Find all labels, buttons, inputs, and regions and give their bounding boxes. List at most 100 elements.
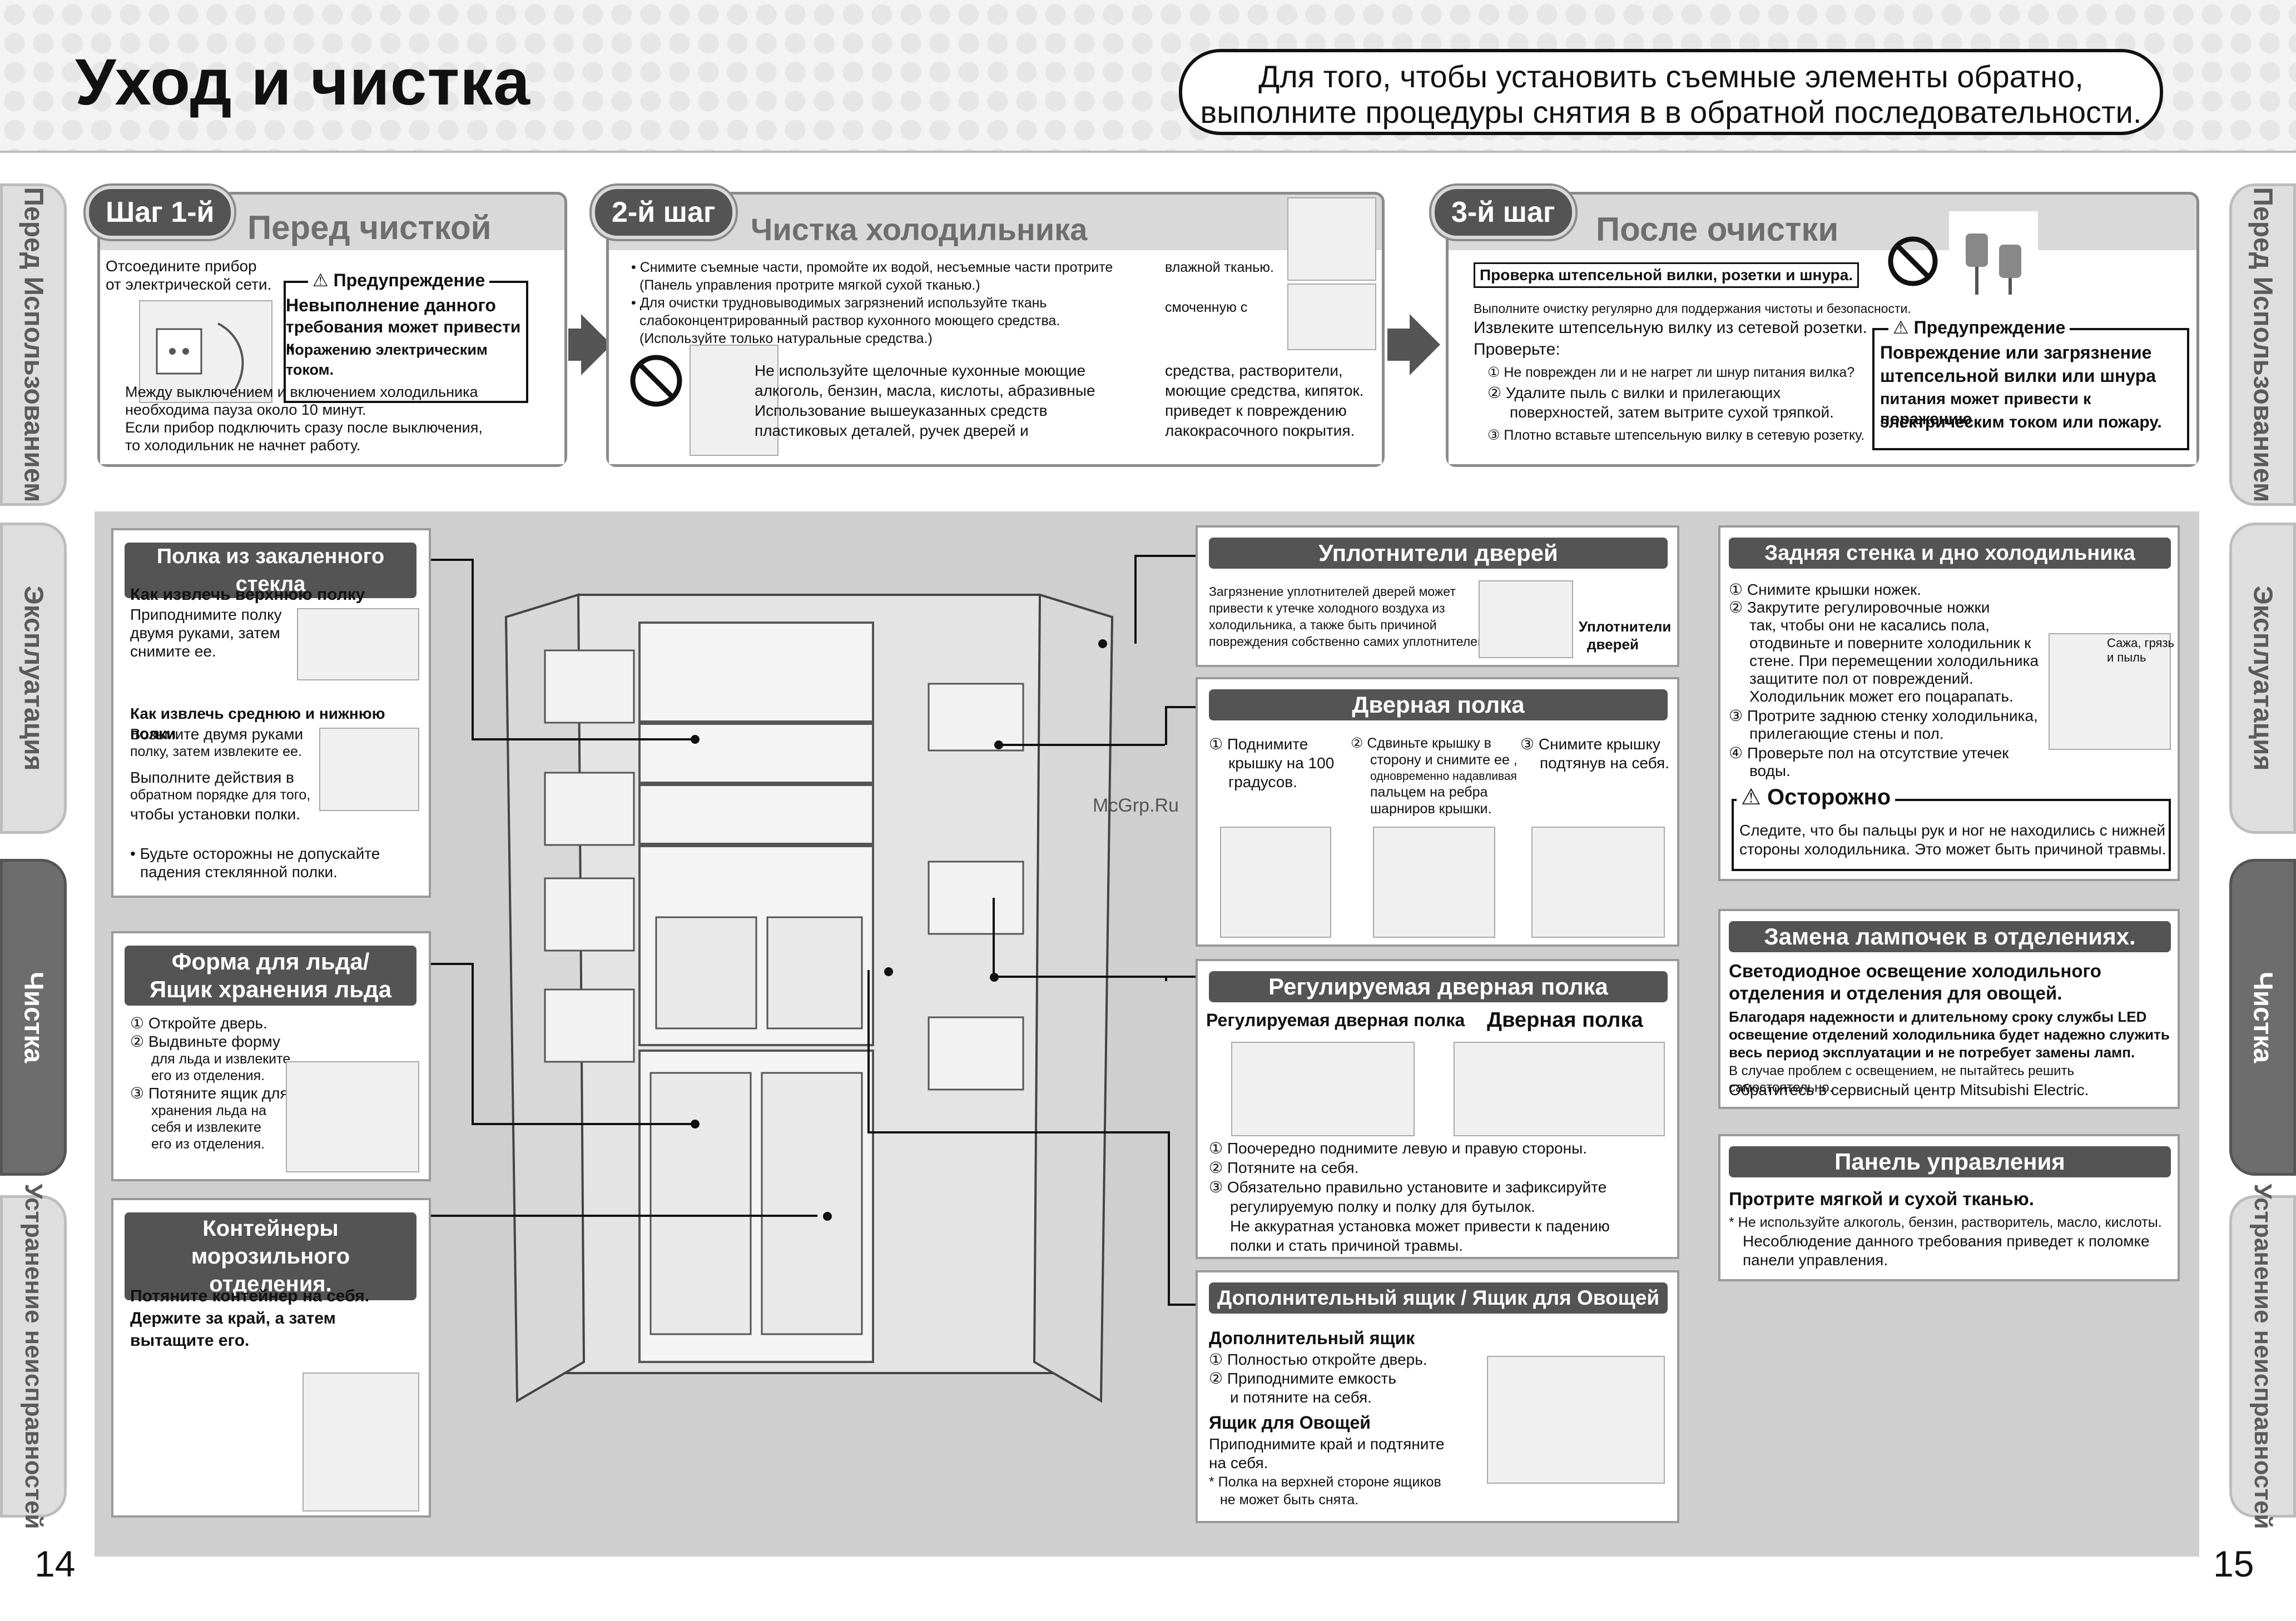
back-wall-item-1: ① Снимите крышки ножек. bbox=[1729, 581, 1922, 598]
connector-line bbox=[867, 970, 870, 1131]
drawer-item-5: на себя. bbox=[1209, 1454, 1268, 1471]
connector-dot bbox=[994, 740, 1003, 749]
caution-title-row: ⚠ Осторожно bbox=[1737, 784, 1896, 810]
step2-line-3: • Для очистки трудновыводимых загрязнени… bbox=[631, 295, 1047, 311]
tab-cleaning-right[interactable]: Чистка bbox=[2229, 859, 2296, 1176]
tab-before-use-left[interactable]: Перед Использованием bbox=[0, 183, 67, 506]
back-wall-label-2: и пыль bbox=[2107, 650, 2146, 664]
shelf-lift-illustration bbox=[297, 608, 419, 680]
glass-shelf-header: Полка из закаленного стекла bbox=[125, 543, 416, 598]
tab-operation-right[interactable]: Эксплуатация bbox=[2229, 523, 2296, 834]
tab-label: Чистка bbox=[2248, 971, 2278, 1063]
tab-operation-left[interactable]: Эксплуатация bbox=[0, 523, 67, 834]
freezer-container-illustration bbox=[303, 1373, 419, 1511]
step2-bottom-right-4: лакокрасочного покрытия. bbox=[1165, 422, 1355, 439]
ice-item-1: ① Откройте дверь. bbox=[130, 1015, 267, 1032]
tab-troubleshooting-right[interactable]: Устранение неисправностей bbox=[2229, 1184, 2296, 1529]
fridge-back-illustration bbox=[2049, 633, 2171, 750]
plug-icon bbox=[1949, 211, 2038, 295]
no-symbol-icon bbox=[1888, 236, 1938, 286]
seals-header: Уплотнители дверей bbox=[1209, 538, 1668, 569]
step3-warning: ⚠ Предупреждение Повреждение или загрязн… bbox=[1872, 317, 2189, 450]
freezer-header: Контейнеры морозильного отделения. bbox=[125, 1212, 416, 1300]
lamps-bold-2: отделения и отделения для овощей. bbox=[1729, 983, 2062, 1003]
control-panel-header: Панель управления bbox=[1729, 1146, 2171, 1177]
step2-bottom-right-2: моющие средства, кипяток. bbox=[1165, 382, 1364, 399]
lamps-header: Замена лампочек в отделениях. bbox=[1729, 921, 2171, 952]
freezer-header-line-1: Контейнеры морозильного bbox=[191, 1216, 350, 1269]
lamps-bold-1: Светодиодное освещение холодильного bbox=[1729, 961, 2101, 981]
ice-header: Форма для льда/ Ящик хранения льда bbox=[125, 946, 416, 1006]
tab-before-use-right[interactable]: Перед Использованием bbox=[2229, 183, 2296, 506]
glass-shelf-text-8: чтобы установки полки. bbox=[130, 805, 301, 823]
warning-icon: ⚠ bbox=[1741, 785, 1761, 809]
step3-line-1: Выполните очистку регулярно для поддержа… bbox=[1474, 301, 1911, 316]
plug-check-title: Проверка штепсельной вилки, розетки и шн… bbox=[1474, 262, 1859, 288]
glass-shelf-text-4: Возьмите двумя руками bbox=[130, 725, 304, 743]
connector-dot bbox=[823, 1212, 832, 1221]
back-wall-item-4: отодвиньте и поверните холодильник к bbox=[1749, 634, 2031, 652]
ice-item-3: для льда и извлеките bbox=[151, 1051, 291, 1067]
warning-line-3: питания может привести к поражению bbox=[1880, 390, 2091, 428]
note-line-1: Для того, чтобы установить съемные элеме… bbox=[1258, 59, 2084, 94]
step2-line-4: слабоконцентрированный раствор кухонного… bbox=[639, 313, 1060, 329]
chemicals-illustration bbox=[690, 345, 778, 456]
freezer-panel: Контейнеры морозильного отделения. Потян… bbox=[111, 1198, 431, 1518]
step2-right-2: смоченную с bbox=[1165, 300, 1248, 315]
drawer-item-1: ① Полностью откройте дверь. bbox=[1209, 1351, 1427, 1368]
seals-label-2: дверей bbox=[1587, 636, 1639, 653]
warning-line-1: Невыполнение данного bbox=[286, 295, 496, 315]
adjustable-shelf-panel: Регулируемая дверная полка Регулируемая … bbox=[1196, 959, 1679, 1259]
lamps-panel: Замена лампочек в отделениях. Светодиодн… bbox=[1718, 909, 2180, 1109]
connector-line bbox=[1168, 1304, 1198, 1306]
tab-troubleshooting-left[interactable]: Устранение неисправностей bbox=[0, 1184, 67, 1529]
glass-shelf-sub-1: Как извлечь верхнюю полку bbox=[130, 585, 365, 604]
back-wall-item-6: защитите пол от повреждений. bbox=[1749, 670, 1973, 687]
ice-item-8: его из отделения. bbox=[151, 1136, 265, 1152]
adjustable-shelf-sub-left: Регулируемая дверная полка bbox=[1206, 1010, 1465, 1030]
adjustable-shelf-illustration bbox=[1231, 1042, 1415, 1136]
seals-line-2: привести к утечке холодного воздуха из bbox=[1209, 601, 1445, 615]
step2-line-5: (Используйте только натуральные средства… bbox=[639, 331, 933, 346]
door-shelf-col2-2: сторону и снимите ее , bbox=[1370, 752, 1518, 768]
control-panel-bold: Протрите мягкой и сухой тканью. bbox=[1729, 1189, 2034, 1209]
cloth-illustration bbox=[1287, 284, 1376, 350]
adjustable-shelf-header: Регулируемая дверная полка bbox=[1209, 971, 1668, 1002]
step2-bottom-left-1: Не используйте щелочные кухонные моющие bbox=[755, 362, 1086, 379]
connector-line bbox=[867, 1131, 1168, 1133]
adjustable-shelf-item-3: ③ Обязательно правильно установите и заф… bbox=[1209, 1179, 1607, 1196]
door-shelf-col3-1: ③ Снимите крышку bbox=[1520, 735, 1660, 753]
door-shelf-panel: Дверная полка ① Поднимите крышку на 100 … bbox=[1196, 677, 1679, 947]
step2-bottom-right-3: приведет к повреждению bbox=[1165, 402, 1347, 419]
connector-line bbox=[993, 898, 995, 976]
glass-shelf-panel: Полка из закаленного стекла Как извлечь … bbox=[111, 528, 431, 898]
seals-panel: Уплотнители дверей Загрязнение уплотните… bbox=[1196, 525, 1679, 667]
tab-label: Эксплуатация bbox=[18, 585, 48, 771]
step2-line-2: (Панель управления протрите мягкой сухой… bbox=[639, 277, 980, 293]
drawer-item-2: ② Приподнимите емкость bbox=[1209, 1370, 1396, 1387]
control-panel-line-2: Несоблюдение данного требования приведет… bbox=[1743, 1232, 2150, 1250]
drawer-illustration bbox=[1487, 1356, 1665, 1484]
warning-line-1: Повреждение или загрязнение bbox=[1880, 342, 2152, 362]
step2-title: Чистка холодильника bbox=[751, 212, 1088, 247]
lamps-small-1: В случае проблем с освещением, не пытайт… bbox=[1729, 1063, 2075, 1095]
back-wall-label-1: Сажа, грязь bbox=[2107, 636, 2175, 650]
step3-line-3: Проверьте: bbox=[1474, 340, 1560, 359]
control-panel-line-3: панели управления. bbox=[1743, 1251, 1888, 1269]
door-seal-illustration bbox=[1479, 580, 1573, 658]
door-shelf-col2-3: одновременно надавливая bbox=[1370, 770, 1517, 783]
no-symbol-icon bbox=[630, 355, 682, 407]
door-shelf-col1-3: градусов. bbox=[1228, 773, 1297, 790]
arrow-bar-2 bbox=[1387, 329, 1410, 361]
tab-cleaning-left[interactable]: Чистка bbox=[0, 859, 67, 1176]
glass-shelf-note-1: • Будьте осторожны не допускайте bbox=[130, 845, 380, 862]
step2-badge: 2-й шаг bbox=[595, 189, 732, 236]
connector-line bbox=[472, 738, 694, 740]
refrigerator-illustration bbox=[504, 593, 1114, 1403]
connector-line bbox=[472, 963, 474, 1124]
bottle-shelf-illustration bbox=[1454, 1042, 1665, 1136]
glass-shelf-text-3: снимите ее. bbox=[130, 643, 216, 660]
adjustable-shelf-sub-right: Дверная полка bbox=[1487, 1008, 1643, 1032]
adjustable-shelf-item-5: Не аккуратная установка может привести к… bbox=[1230, 1217, 1610, 1235]
back-wall-item-3: так, чтобы они не касались пола, bbox=[1749, 616, 1990, 634]
